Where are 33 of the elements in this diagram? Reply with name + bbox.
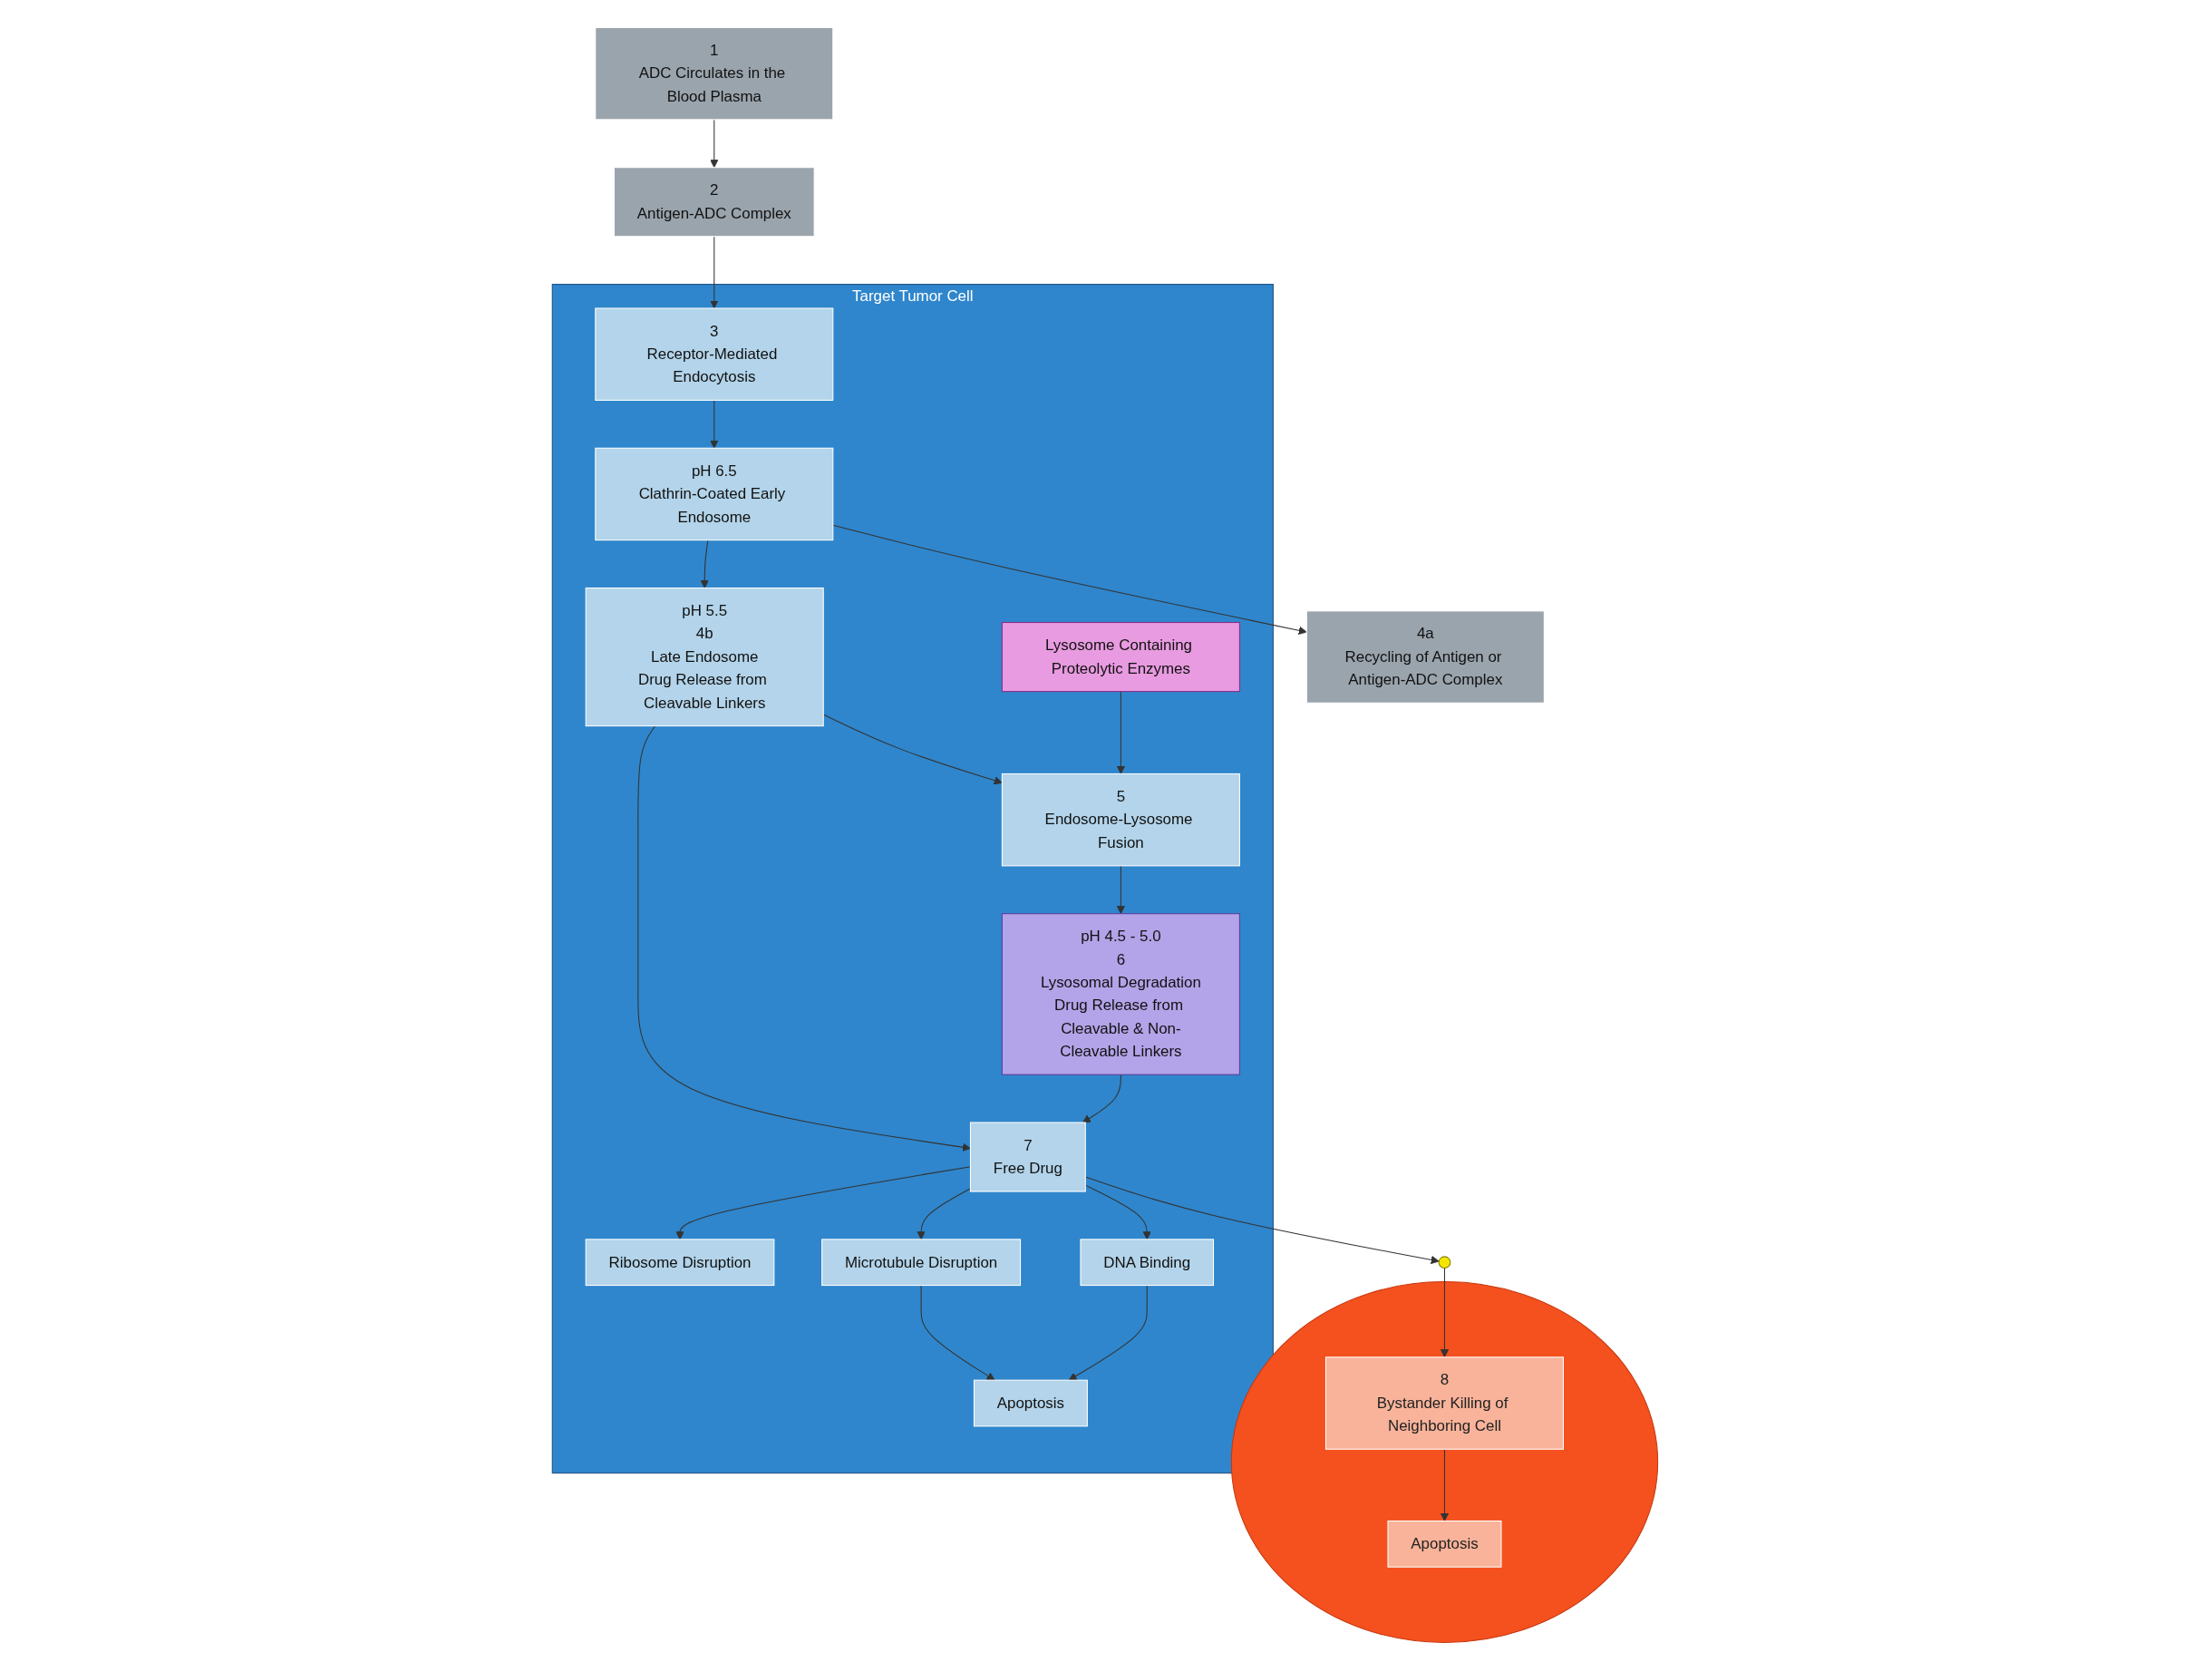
node-box: Apoptosis xyxy=(973,1379,1088,1427)
node-box: DNA Binding xyxy=(1080,1239,1215,1287)
node-box: Ribosome Disruption xyxy=(585,1239,775,1287)
arrow xyxy=(675,1166,971,1240)
node-box: 3 Receptor-Mediated Endocytosis xyxy=(595,307,834,401)
arrow xyxy=(832,524,1307,635)
node-box: 4a Recycling of Antigen or Antigen-ADC Complex xyxy=(1305,610,1545,704)
node-box: 8 Bystander Killing of Neighboring Cell xyxy=(1324,1356,1564,1450)
node-box: Microtubule Disruption xyxy=(821,1239,1022,1287)
node-box: pH 6.5 Clathrin-Coated Early Endosome xyxy=(595,447,834,541)
arrow xyxy=(710,399,719,449)
arrow xyxy=(700,540,709,588)
arrow xyxy=(917,1188,971,1240)
node-box: pH 5.5 4b Late Endosome Drug Release from Cleavable Linkers xyxy=(585,587,824,727)
arrow xyxy=(1440,1448,1450,1521)
node-circle xyxy=(1438,1256,1451,1269)
node-box: 7 Free Drug xyxy=(969,1122,1086,1192)
arrow xyxy=(1440,1268,1450,1358)
arrow xyxy=(1068,1285,1148,1381)
node-box: Apoptosis xyxy=(1387,1520,1502,1568)
arrow xyxy=(1116,691,1126,774)
arrow xyxy=(710,119,719,169)
arrow xyxy=(1082,1074,1121,1123)
cluster xyxy=(1230,1281,1659,1643)
node-box: 5 Endosome-Lysosome Fusion xyxy=(1001,773,1240,867)
node-box: 1 ADC Circulates in the Blood Plasma xyxy=(595,26,834,121)
node-box: pH 4.5 - 5.0 6 Lysosomal Degradation Drug Release from Cleavable & Non-Cleavable Linkers xyxy=(1001,913,1240,1075)
arrow xyxy=(637,725,971,1152)
node-box: 2 Antigen-ADC Complex xyxy=(613,167,815,238)
arrow xyxy=(1116,865,1126,915)
arrow xyxy=(920,1285,995,1381)
node-box: Lysosome Containing Proteolytic Enzymes xyxy=(1001,622,1240,693)
arrow xyxy=(710,236,719,309)
